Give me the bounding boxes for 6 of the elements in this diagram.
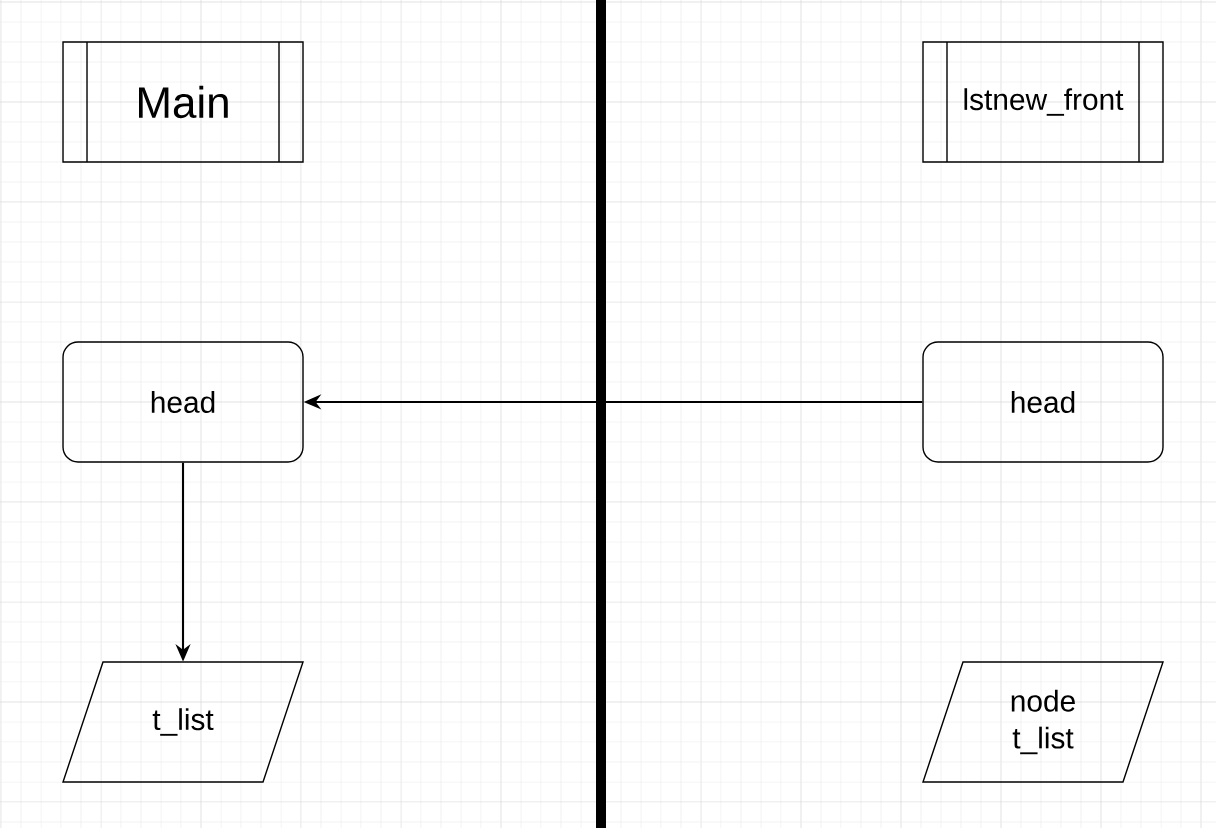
data-parallelogram: node t_list xyxy=(922,661,1164,783)
subroutine-box: Main xyxy=(62,41,304,163)
rounded-box: head xyxy=(62,341,304,463)
subroutine-box: lstnew_front xyxy=(922,41,1164,163)
data-parallelogram: t_list xyxy=(62,661,304,783)
rounded-box: head xyxy=(922,341,1164,463)
